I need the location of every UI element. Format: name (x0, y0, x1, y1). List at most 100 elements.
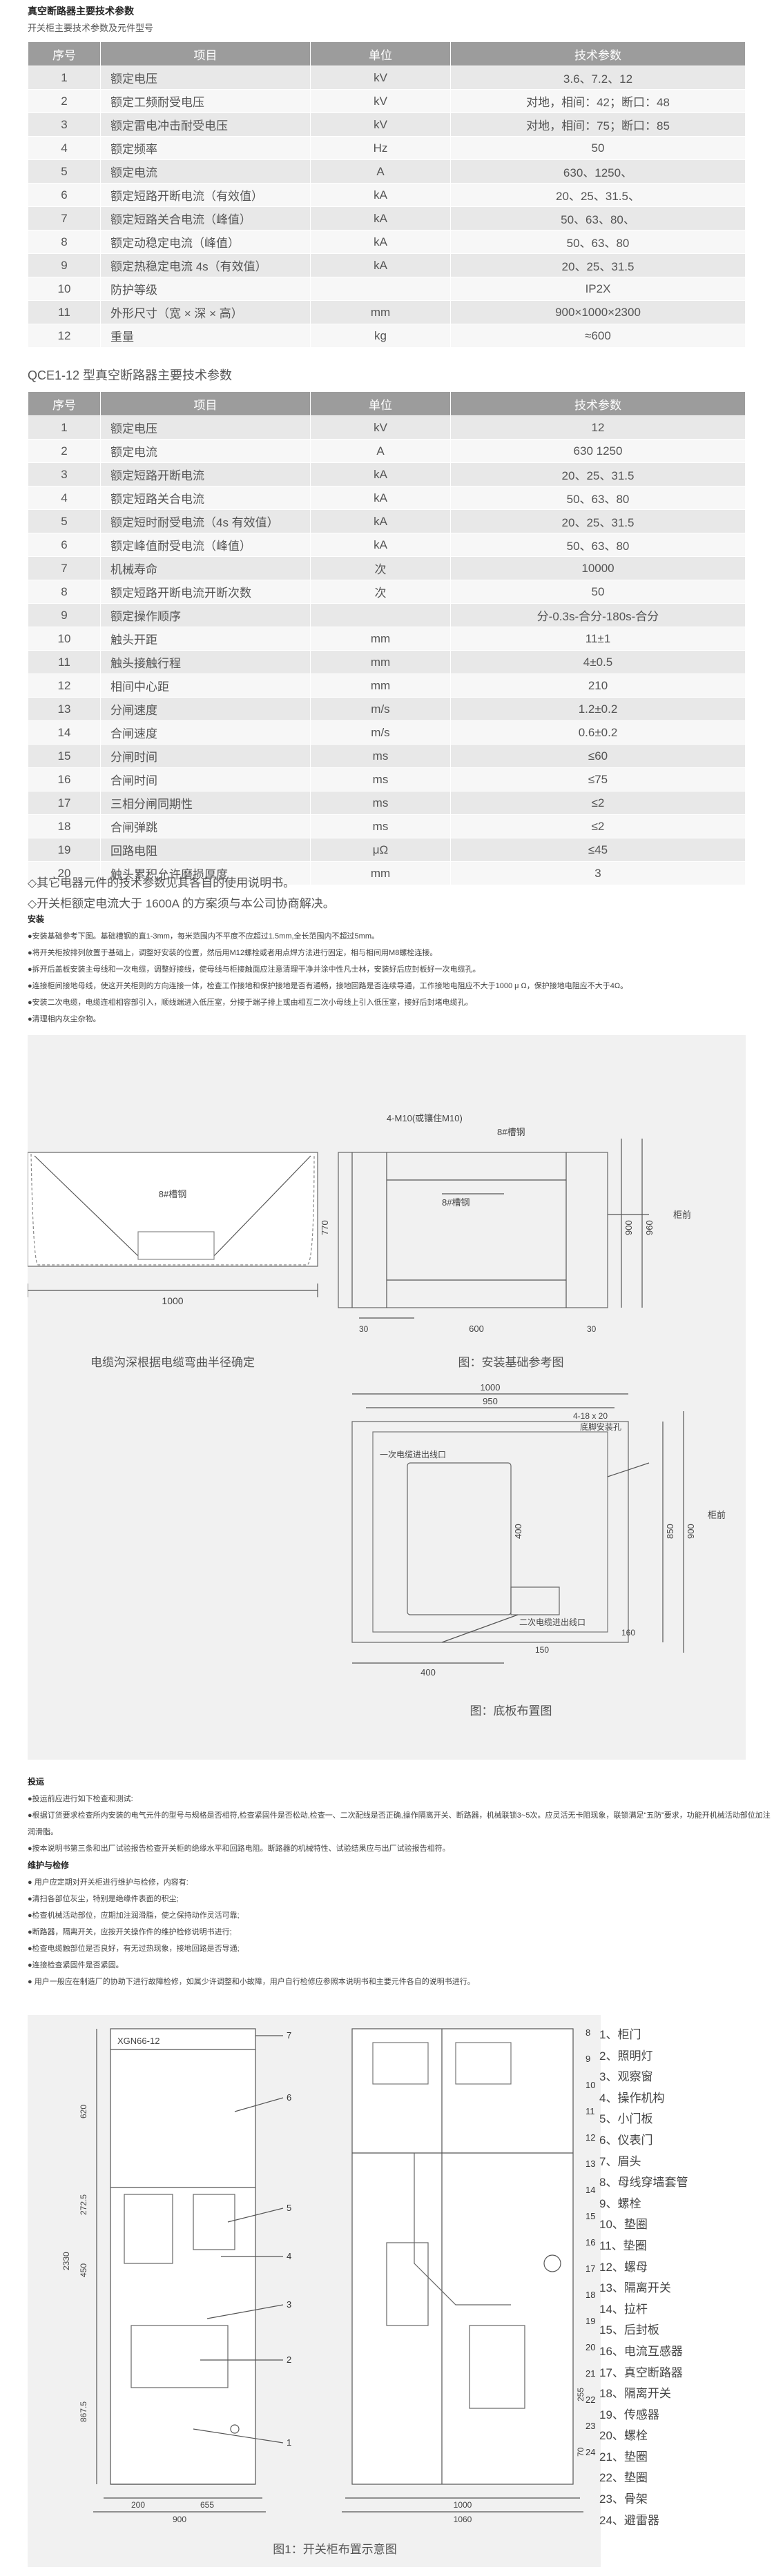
dim-200: 200 (131, 2500, 145, 2510)
cell-value: ≤75 (450, 767, 746, 792)
notes: ◇其它电器元件的技术参数见其各自的使用说明书。 ◇开关柜额定电流大于 1600A… (28, 873, 335, 914)
dim-272: 272.5 (79, 2194, 88, 2215)
cell-unit: Hz (310, 136, 451, 160)
cell-value: ≤2 (450, 814, 746, 838)
cell-value: 900×1000×2300 (450, 300, 746, 324)
col-header-index: 序号 (28, 391, 101, 416)
cell-index: 3 (28, 112, 101, 137)
hole-label: 4-18 x 20 (573, 1411, 608, 1421)
legend-item: 16、电流互感器 (599, 2344, 683, 2358)
legend-item: 19、传感器 (599, 2408, 659, 2421)
fig2-dim-400a: 400 (513, 1524, 523, 1539)
install-section: 安装 ●安装基础参考下图。基础槽钢的直1-3mm，每米范围内不平度不应超过1.5… (28, 911, 628, 1028)
cell-item: 额定电压 (100, 415, 311, 440)
foundation-figure: 8#槽钢 1000 电缆沟深根据电缆弯曲半径确定 4-M10(或镶住M10) 8… (27, 1035, 746, 1760)
cell-unit: ms (310, 791, 451, 815)
cell-item: 额定峰值耐受电流（峰值） (100, 533, 311, 557)
callout-number: 24 (586, 2447, 595, 2457)
dim-620: 620 (79, 2105, 88, 2118)
cell-index: 8 (28, 580, 101, 604)
col-header-item: 项目 (100, 391, 311, 416)
dim-600: 600 (469, 1324, 484, 1334)
maint-heading: 维护与检修 (28, 1860, 70, 1870)
callout-number: 14 (586, 2185, 595, 2195)
cell-value: 20、25、31.5 (450, 253, 746, 277)
cell-index: 3 (28, 462, 101, 486)
dim-450: 450 (79, 2263, 88, 2277)
fig2-caption: 图：底板布置图 (470, 1704, 552, 1718)
cell-unit: kA (310, 486, 451, 510)
cell-item: 分闸时间 (100, 744, 311, 768)
callout-number: 21 (586, 2368, 595, 2379)
dim-960: 960 (644, 1220, 655, 1235)
legend-item: 18、隔离开关 (599, 2387, 671, 2401)
legend-item: 2、照明灯 (599, 2049, 653, 2063)
section-title-breaker: QCE1-12 型真空断路器主要技术参数 (28, 368, 233, 382)
cell-value: 50 (450, 580, 746, 604)
cell-item: 额定短路开断电流开断次数 (100, 580, 311, 604)
cell-index: 5 (28, 159, 101, 184)
cable-hole-primary: 一次电缆进出线口 (380, 1450, 446, 1459)
cell-index: 7 (28, 556, 101, 580)
cell-index: 14 (28, 720, 101, 745)
cell-item: 合闸时间 (100, 767, 311, 792)
col-header-index: 序号 (28, 41, 101, 66)
cell-value: IP2X (450, 277, 746, 301)
cell-unit: kV (310, 89, 451, 113)
channel-label: 8#槽钢 (159, 1189, 186, 1199)
install-heading: 安装 (28, 914, 45, 924)
fig2-dim-400b: 400 (420, 1667, 436, 1678)
col-header-item: 项目 (100, 41, 311, 66)
cell-item: 合闸速度 (100, 720, 311, 745)
cabinet-drawing: XGN66-12 620 272.5 450 2330 867.5 200 65… (61, 2027, 595, 2556)
legend-item: 8、母线穿墙套管 (599, 2176, 688, 2190)
cell-unit: kA (310, 183, 451, 207)
cell-unit: m/s (310, 720, 451, 745)
cell-unit: mm (310, 627, 451, 651)
cell-unit: ms (310, 744, 451, 768)
cell-item: 额定短路关合电流 (100, 486, 311, 510)
install-item: ●清理相内灰尘杂物。 (28, 1015, 101, 1023)
cell-value: 50、63、80 (450, 230, 746, 254)
cell-item: 额定雷电冲击耐受电压 (100, 112, 311, 137)
ops-item: ●投运前应进行如下检查和测试: (28, 1795, 133, 1803)
ops-heading: 投运 (28, 1777, 45, 1787)
cell-item: 额定电流 (100, 159, 311, 184)
callout-number: 8 (586, 2027, 590, 2038)
cell-item: 分闸速度 (100, 697, 311, 721)
front-label: 柜前 (673, 1210, 691, 1220)
callout-number: 15 (586, 2211, 595, 2221)
dim-770: 770 (320, 1220, 330, 1235)
callout-number: 5 (287, 2203, 291, 2213)
cell-unit: kA (310, 206, 451, 230)
cell-value: 630、1250、 (450, 159, 746, 184)
cell-item: 额定频率 (100, 136, 311, 160)
table-header-row: 序号 项目 单位 技术参数 (28, 391, 746, 416)
callout-number: 18 (586, 2290, 595, 2300)
callouts-left: 7 6 5 4 3 2 1 (287, 2030, 291, 2448)
maint-item: ● 用户应定期对开关柜进行维护与检修，内容有: (28, 1878, 188, 1887)
cell-index: 13 (28, 697, 101, 721)
cell-index: 5 (28, 509, 101, 533)
cell-item: 回路电阻 (100, 838, 311, 862)
dim-1000: 1000 (454, 2500, 472, 2510)
legend-item: 24、避雷器 (599, 2513, 659, 2527)
install-item: ●拆开后盖板安装主母线和一次电缆，调整好接线，使母线与柜接触面应注意清理干净并涂… (28, 965, 481, 974)
cell-index: 4 (28, 486, 101, 510)
legend-item: 22、垫圈 (599, 2471, 648, 2485)
cell-item: 相间中心距 (100, 674, 311, 698)
cell-value: 20、25、31.5、 (450, 183, 746, 207)
fig2-dim-160: 160 (621, 1628, 635, 1638)
dim-867: 867.5 (79, 2401, 88, 2422)
ops-item: ●根据订货要求检查所内安装的电气元件的型号与规格是否相符,检查紧固件是否松动,检… (28, 1811, 771, 1836)
hole-sub: 底脚安装孔 (580, 1422, 621, 1432)
legend-item: 3、观察窗 (599, 2070, 653, 2084)
legend-item: 20、螺栓 (599, 2429, 648, 2443)
legend-item: 1、柜门 (599, 2028, 641, 2041)
